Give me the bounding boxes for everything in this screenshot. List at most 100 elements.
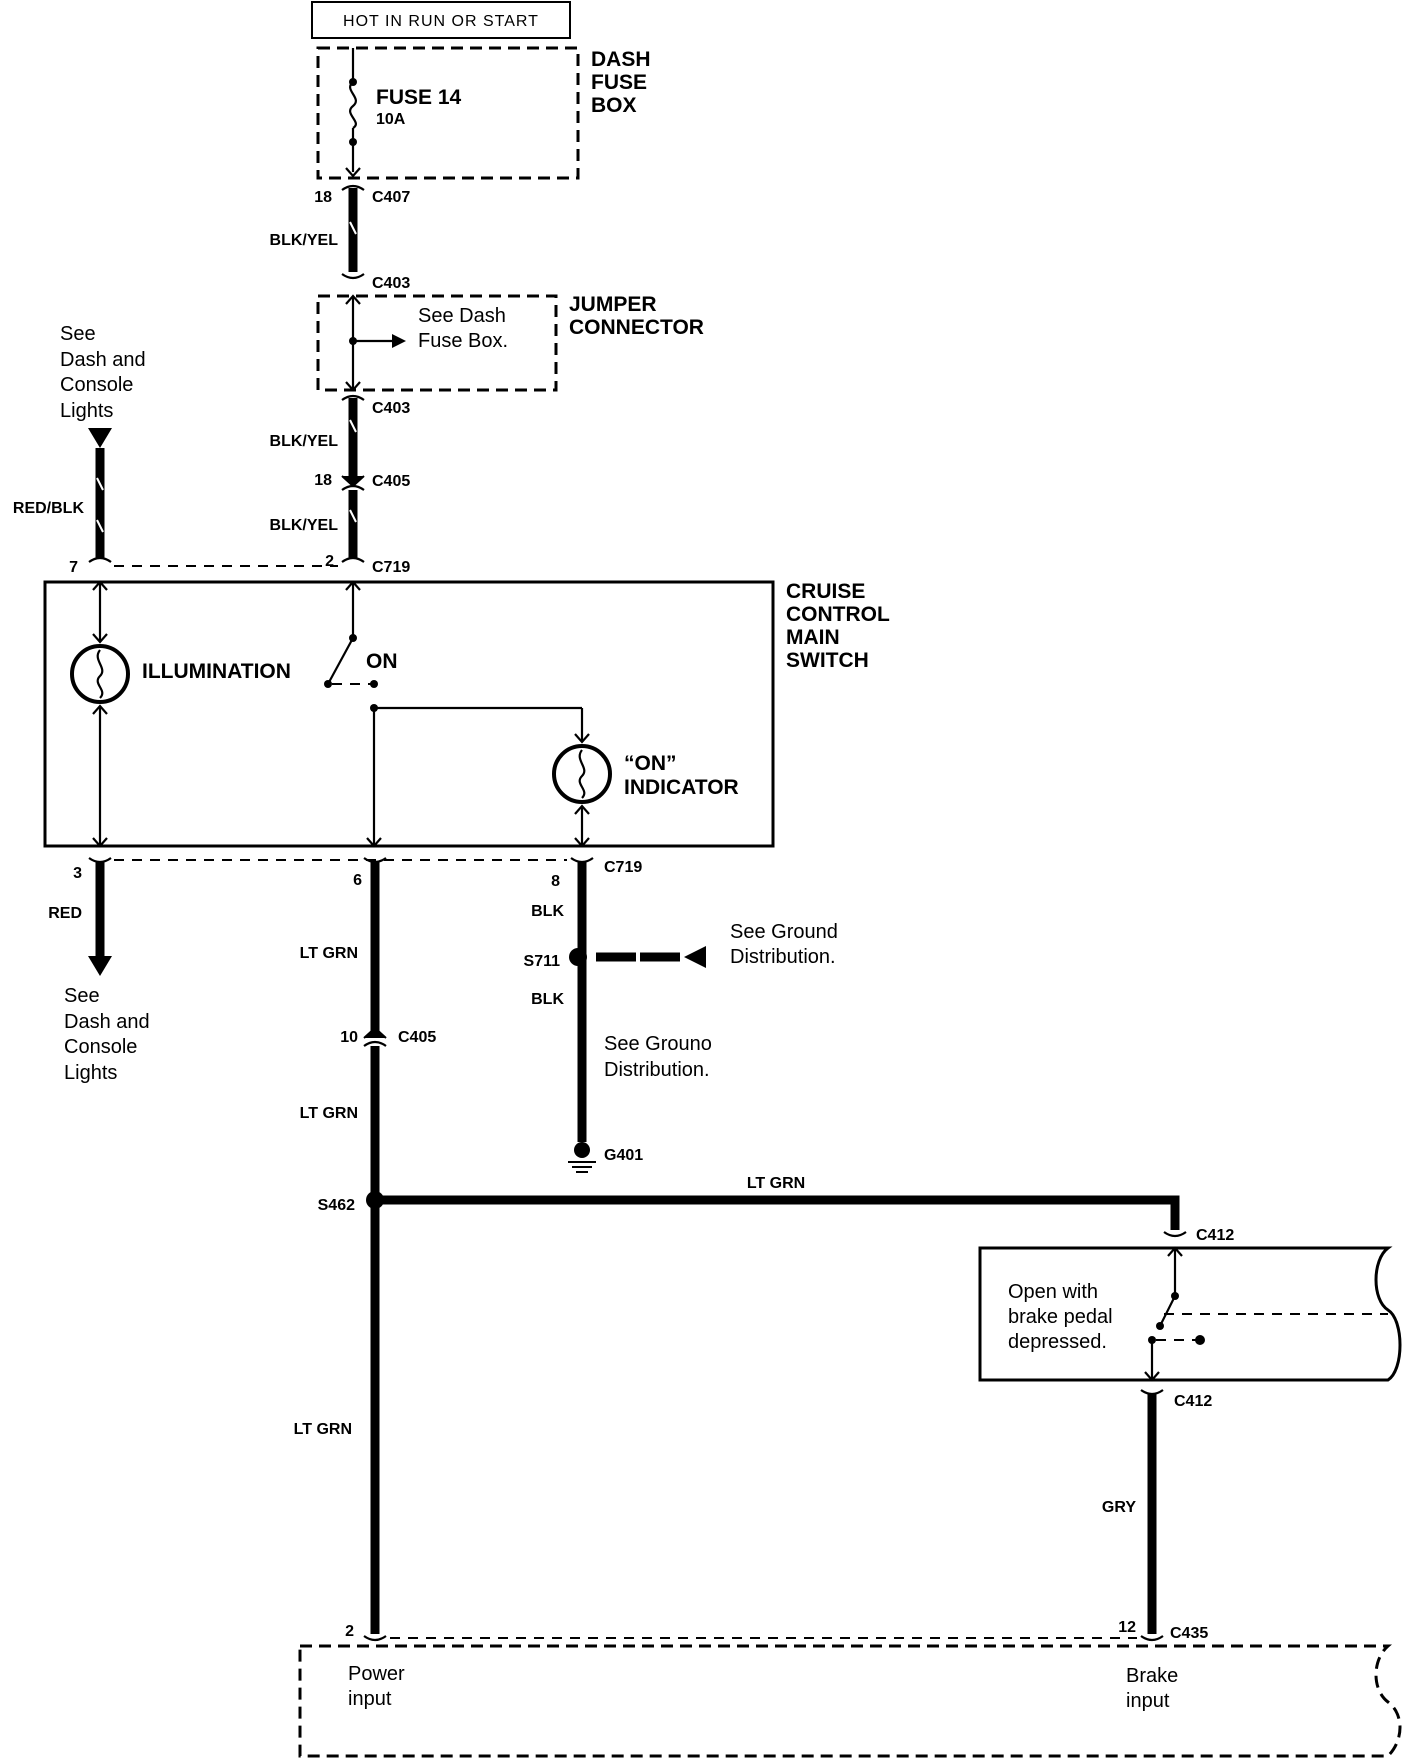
pin-c405-top: 18 xyxy=(314,472,332,489)
svg-text:CONTROL: CONTROL xyxy=(786,603,890,626)
connector-c405-top xyxy=(341,484,365,491)
svg-text:Dash and: Dash and xyxy=(60,349,146,371)
arrow-down-icon-2 xyxy=(88,956,112,976)
pin-c435-12: 12 xyxy=(1118,1619,1136,1636)
wire-color-lt-grn-1: LT GRN xyxy=(300,945,358,962)
svg-text:See Dash: See Dash xyxy=(418,305,506,327)
svg-text:Power: Power xyxy=(348,1663,405,1685)
svg-text:CONNECTOR: CONNECTOR xyxy=(569,316,704,339)
svg-text:See Grouno: See Grouno xyxy=(604,1033,712,1055)
svg-text:input: input xyxy=(348,1688,392,1710)
wire-color-blk-yel-2: BLK/YEL xyxy=(270,433,339,450)
on-label: ON xyxy=(366,650,398,673)
arrow-left-icon xyxy=(684,946,706,968)
see-dash-console-bottom: See Dash and Console Lights xyxy=(64,985,150,1084)
arrow-down-icon xyxy=(88,428,112,448)
arrow-right-icon xyxy=(392,334,406,348)
svg-text:Fuse Box.: Fuse Box. xyxy=(418,330,508,352)
connector-c719-bottom xyxy=(570,857,594,864)
label-s462: S462 xyxy=(318,1197,355,1214)
brake-input-label: Brake input xyxy=(1126,1665,1178,1712)
jumper-connector-box xyxy=(316,294,558,392)
svg-text:CRUISE: CRUISE xyxy=(786,580,865,603)
svg-text:DASH: DASH xyxy=(591,48,651,71)
svg-text:See: See xyxy=(64,985,100,1007)
illumination-label: ILLUMINATION xyxy=(142,660,291,683)
connector-c407 xyxy=(341,184,365,191)
power-source-box xyxy=(311,1,571,39)
label-c435: C435 xyxy=(1170,1625,1208,1642)
brake-switch-internal xyxy=(1144,1246,1388,1382)
wire-lt-grn-horizontal xyxy=(375,1195,1180,1230)
connector-c405-mid xyxy=(363,1026,387,1039)
fuse-symbol xyxy=(345,48,361,178)
brake-switch xyxy=(978,1246,1402,1382)
svg-text:Console: Console xyxy=(64,1036,137,1058)
see-ground-2: See Grouno Distribution. xyxy=(604,1033,712,1081)
svg-text:input: input xyxy=(1126,1690,1170,1712)
svg-text:Lights: Lights xyxy=(64,1062,117,1084)
svg-text:See Ground: See Ground xyxy=(730,921,838,943)
svg-text:Dash and: Dash and xyxy=(64,1011,150,1033)
on-indicator-label: “ON” INDICATOR xyxy=(624,752,739,799)
pin-c405-mid: 10 xyxy=(340,1029,358,1046)
see-ground-1: See Ground Distribution. xyxy=(730,921,838,968)
wire-color-red: RED xyxy=(48,905,82,922)
svg-text:“ON”: “ON” xyxy=(624,752,677,775)
see-dash-console-top: See Dash and Console Lights xyxy=(60,323,146,422)
pin-c719-6: 6 xyxy=(353,872,362,889)
dash-fuse-box-label: DASH FUSE BOX xyxy=(591,48,651,117)
svg-text:See: See xyxy=(60,323,96,345)
illumination-bulb xyxy=(70,580,130,848)
pin-c719-7: 7 xyxy=(69,559,78,576)
on-indicator-bulb xyxy=(552,708,612,848)
connector-c412-top xyxy=(1163,1231,1187,1238)
svg-text:MAIN: MAIN xyxy=(786,626,840,649)
jumper-internal xyxy=(345,294,406,392)
dash-fuse-box xyxy=(316,46,580,180)
main-switch-contact xyxy=(324,580,582,848)
wire-color-blk-yel-3: BLK/YEL xyxy=(270,517,339,534)
fuse-rating: 10A xyxy=(376,111,406,128)
connector-c403-top xyxy=(341,273,365,280)
pin-c719-3: 3 xyxy=(73,865,82,882)
svg-text:BOX: BOX xyxy=(591,94,637,117)
wire-color-lt-grn-3: LT GRN xyxy=(294,1421,352,1438)
wire-color-red-blk: RED/BLK xyxy=(13,500,85,517)
label-g401: G401 xyxy=(604,1147,643,1164)
label-c403-bottom: C403 xyxy=(372,400,410,417)
connector-c435 xyxy=(1140,1635,1164,1642)
svg-text:INDICATOR: INDICATOR xyxy=(624,776,739,799)
cruise-switch-label: CRUISE CONTROL MAIN SWITCH xyxy=(786,580,890,672)
splice-s711 xyxy=(569,948,587,966)
wire-color-lt-grn-2: LT GRN xyxy=(300,1105,358,1122)
power-input-label: Power input xyxy=(348,1663,405,1710)
connector-c719-top xyxy=(341,556,365,563)
svg-text:Distribution.: Distribution. xyxy=(730,946,836,968)
ground-icon xyxy=(568,1142,596,1173)
svg-text:JUMPER: JUMPER xyxy=(569,293,657,316)
svg-text:Open with: Open with xyxy=(1008,1281,1098,1303)
label-c407: C407 xyxy=(372,189,410,206)
svg-text:Console: Console xyxy=(60,374,133,396)
svg-text:brake pedal: brake pedal xyxy=(1008,1306,1113,1328)
label-s711: S711 xyxy=(524,953,561,970)
connector-c405-top-male xyxy=(341,475,365,488)
control-unit xyxy=(298,1644,1402,1758)
label-c412-bottom: C412 xyxy=(1174,1393,1212,1410)
svg-text:depressed.: depressed. xyxy=(1008,1331,1107,1353)
connector-c403-bottom xyxy=(341,394,365,401)
wire-color-blk-2: BLK xyxy=(531,991,564,1008)
svg-text:Brake: Brake xyxy=(1126,1665,1178,1687)
jumper-note: See Dash Fuse Box. xyxy=(418,305,508,352)
svg-text:Lights: Lights xyxy=(60,400,113,422)
cruise-control-main-switch xyxy=(43,580,775,848)
label-c719-bottom: C719 xyxy=(604,859,642,876)
brake-switch-note: Open with brake pedal depressed. xyxy=(1008,1281,1113,1353)
connector-c412-bottom xyxy=(1140,1389,1164,1396)
wire-color-blk-1: BLK xyxy=(531,903,564,920)
pin-c719-8: 8 xyxy=(551,873,560,890)
wire-color-gry: GRY xyxy=(1102,1499,1136,1516)
svg-text:FUSE: FUSE xyxy=(591,71,647,94)
